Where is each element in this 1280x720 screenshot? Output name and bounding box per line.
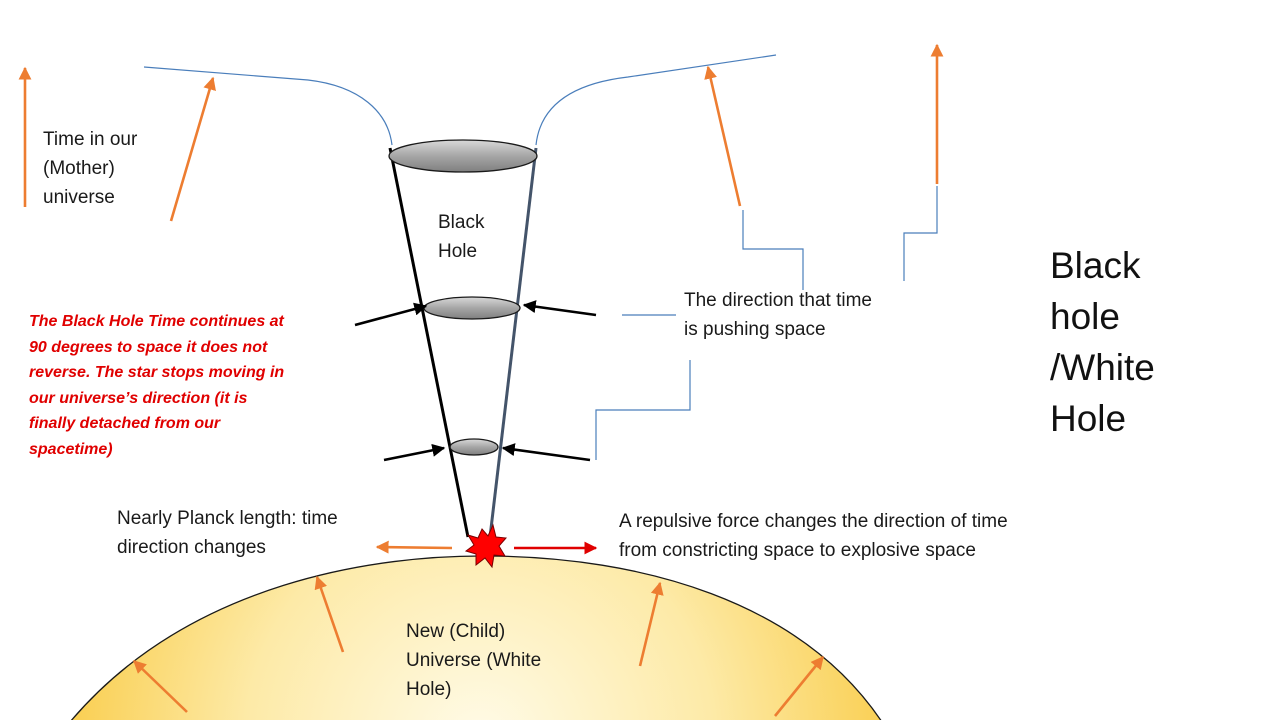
callout-connector-1 [742,210,804,290]
black-hole-label: Black Hole [438,212,485,262]
funnel-disk-middle [423,296,521,320]
planck-length-label: Nearly Planck length: time direction cha… [117,508,338,558]
funnel-wall-left [388,147,470,538]
spacetime-curve-left [143,66,393,146]
repulsive-force-label: A repulsive force changes the direction … [619,511,1008,561]
squeeze-arrow-bottom-left [383,443,446,462]
black-hole-time-note: The Black Hole Time continues at 90 degr… [29,313,285,458]
time-direction-label: The direction that time is pushing space [684,290,872,340]
mother-universe-time-label: Time in our (Mother) universe [43,129,138,208]
time-arrow-right-slanted [704,65,742,207]
squeeze-arrow-bottom-right [501,443,591,462]
child-arrow-2 [314,575,345,653]
time-arrow-left-slanted [169,76,216,222]
callout-connector-4 [595,360,691,460]
child-arrow-4 [773,655,825,717]
page-title: Black hole /White Hole [1050,245,1155,439]
spacetime-curve-right [535,54,777,146]
child-universe-label: New (Child) Universe (White Hole) [406,621,542,700]
planck-arrow-left [375,540,453,554]
funnel-disk-top [388,139,538,173]
funnel-wall-right [488,147,538,538]
funnel-disk-bottom [449,438,499,456]
child-arrow-1 [133,660,188,713]
squeeze-arrow-middle-right [522,300,597,317]
child-arrow-3 [638,581,664,667]
callout-connector-2 [903,186,938,281]
squeeze-arrow-middle-left [354,302,428,327]
explosion-burst-icon [464,523,508,569]
